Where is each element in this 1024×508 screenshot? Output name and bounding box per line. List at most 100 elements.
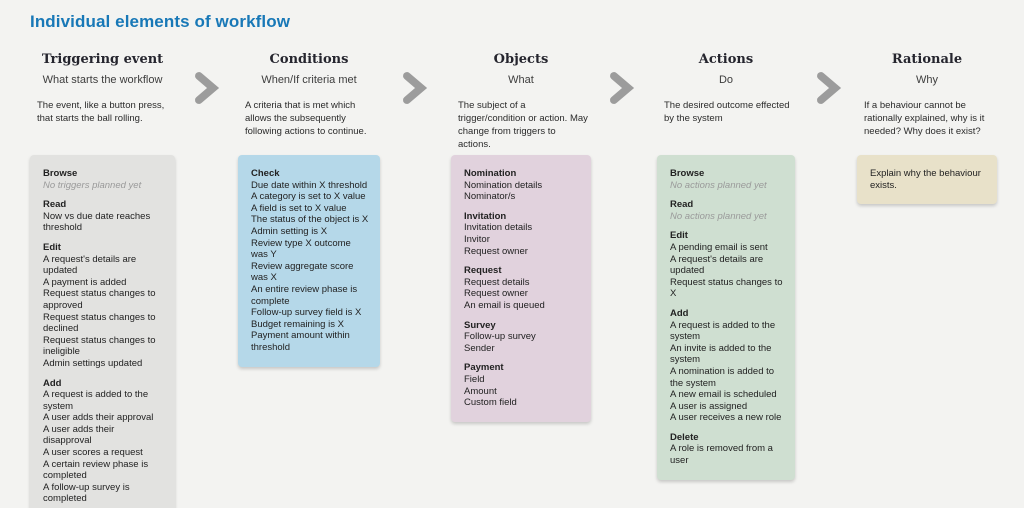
card-group-label: Browse [670, 168, 705, 179]
card-item: Request owner [464, 288, 528, 300]
column-subtitle-conditions: When/If criteria met [261, 74, 357, 86]
card-item: A nomination is added to the system [670, 365, 775, 389]
column-description-objects: The subject of a trigger/condition or ac… [458, 100, 588, 150]
chevron-right-icon [604, 70, 638, 106]
card-group-label: Invitation [464, 210, 507, 222]
card-item: A follow-up survey is completed [43, 481, 130, 505]
card-group-label: Check [251, 168, 280, 179]
card-item: A user adds their approval [43, 412, 154, 424]
card-item: No actions planned yet [670, 210, 767, 222]
card-note: Explain why the behaviour exists. [870, 168, 981, 191]
card-item: No triggers planned yet [43, 179, 142, 191]
card-item: A field is set to X value [251, 202, 347, 214]
page-title: Individual elements of workflow [30, 12, 291, 31]
card-item: Admin settings updated [43, 357, 143, 369]
card-item: Request details [464, 276, 530, 288]
chevron-right-icon [189, 70, 223, 106]
column-header-rationale: Rationale [891, 52, 963, 67]
card-item: Invitor [464, 233, 490, 245]
column-header-triggering-event: Triggering event [41, 52, 164, 67]
card-item: Invitation details [464, 222, 533, 234]
card-group-label: Survey [464, 319, 496, 331]
card-group-label: Read [43, 199, 67, 211]
card-group-label: Add [670, 307, 689, 319]
card-item: A user receives a new role [670, 412, 782, 424]
card-item: A user is assigned [670, 400, 748, 412]
column-description-actions: The desired outcome effected by the syst… [664, 100, 790, 124]
card-item: Review type X outcome was Y [251, 237, 351, 261]
card-group-label: Read [670, 199, 694, 211]
card-item: An email is queued [464, 299, 545, 311]
card-group-label: Edit [670, 230, 688, 242]
column-description-triggering-event: The event, like a button press, that sta… [37, 100, 165, 124]
card-item: A new email is scheduled [670, 389, 777, 401]
card-item: A user adds their disapproval [43, 423, 115, 447]
card-item: Now vs due date reaches threshold [43, 210, 151, 234]
card-group-label: Browse [43, 168, 78, 179]
card-item: An entire review phase is complete [251, 283, 358, 307]
card-item: The status of the object is X [251, 214, 369, 226]
card-group-label: Nomination [464, 168, 517, 179]
card-item: A certain review phase is completed [43, 458, 149, 482]
column-description-rationale: If a behaviour cannot be rationally expl… [864, 100, 985, 137]
card-item: Request status changes to declined [43, 311, 156, 335]
card-item: A request's details are updated [670, 253, 764, 277]
card-item: Payment amount within threshold [251, 330, 350, 353]
card-item: A request's details are updated [43, 253, 137, 277]
card-group-label: Edit [43, 241, 61, 253]
card-item: Nomination details [464, 179, 543, 191]
card-item: A user scores a request [43, 447, 143, 459]
card-item: Field [464, 373, 485, 385]
card-item: Follow-up survey field is X [251, 307, 362, 319]
card-group-label: Payment [464, 362, 504, 374]
column-description-conditions: A criteria that is met which allows the … [245, 100, 367, 137]
card-item: A category is set to X value [251, 191, 366, 203]
card-group-label: Request [464, 265, 502, 277]
card-item: Request status changes to approved [43, 288, 156, 311]
card-item: Nominator/s [464, 191, 516, 203]
card-group-label: Delete [670, 431, 699, 443]
card-item: Follow-up survey [464, 331, 536, 343]
card-item: Review aggregate score was X [251, 260, 354, 284]
card-item: A payment is added [43, 276, 127, 288]
card-item: Amount [464, 385, 497, 397]
card-item: A pending email is sent [670, 241, 768, 253]
column-subtitle-triggering-event: What starts the workflow [42, 74, 163, 86]
column-subtitle-rationale: Why [916, 74, 938, 86]
column-subtitle-actions: Do [718, 74, 734, 86]
card-item: Request status changes to ineligible [43, 334, 156, 358]
column-header-actions: Actions [698, 52, 754, 67]
card-item: Request status changes to X [670, 276, 783, 300]
card-item: A request is added to the system [670, 319, 776, 343]
card-item: Sender [464, 342, 495, 354]
card-item: Admin setting is X [251, 225, 328, 237]
card-item: Request owner [464, 245, 528, 257]
card-rationale: Explain why the behaviour exists. [857, 155, 997, 205]
card-item: Budget remaining is X [251, 318, 344, 330]
card-item: An invite is added to the system [670, 342, 772, 366]
chevron-right-icon [397, 70, 431, 106]
card-item: A request is added to the system [43, 389, 149, 412]
column-header-objects: Objects [493, 52, 549, 67]
